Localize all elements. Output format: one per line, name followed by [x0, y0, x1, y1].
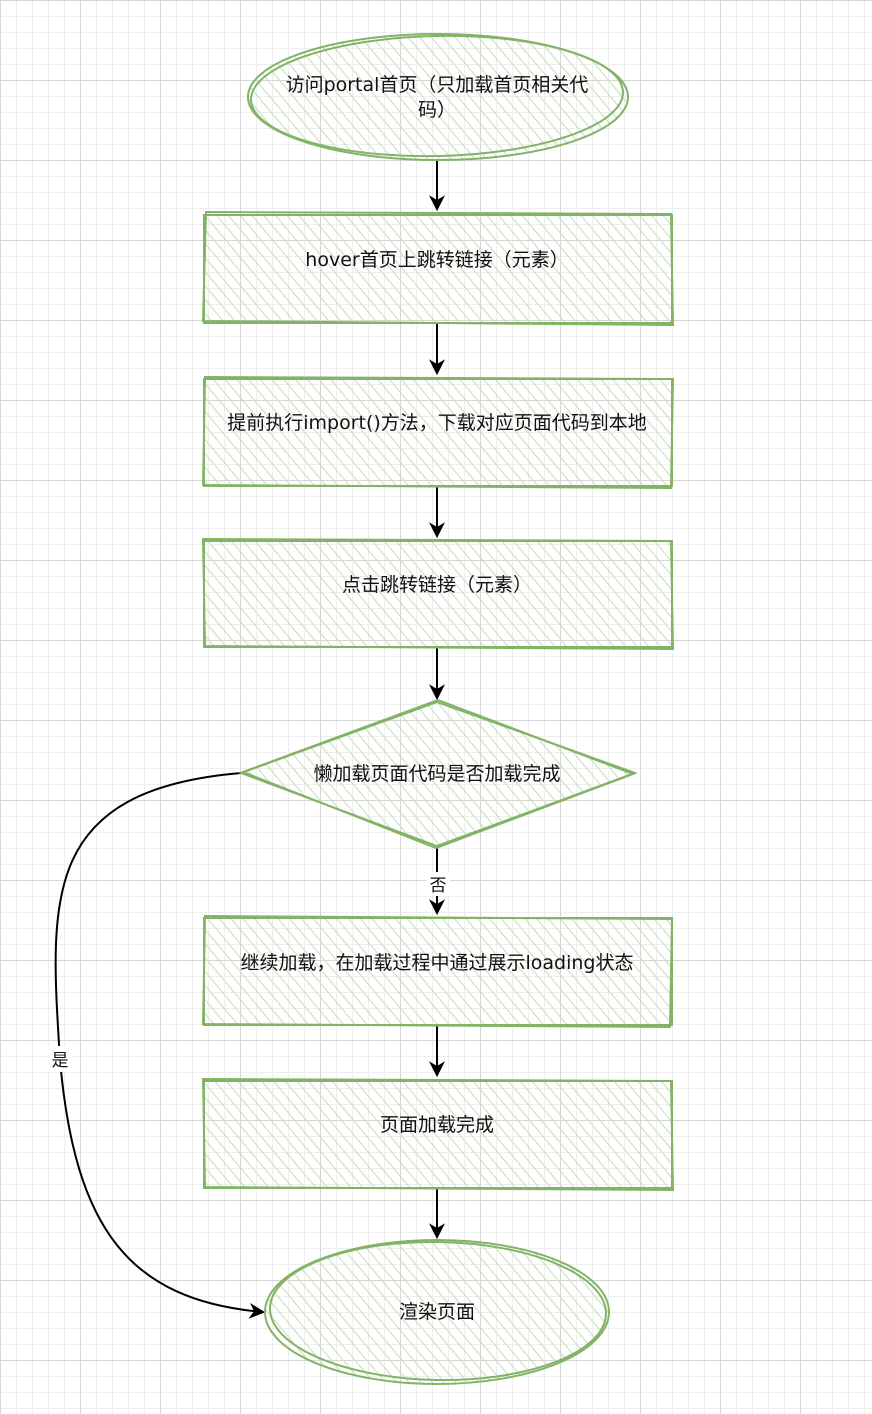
node-continue-loading: 继续加载，在加载过程中通过展示loading状态	[201, 914, 674, 1029]
node-decision: 懒加载页面代码是否加载完成	[238, 698, 638, 850]
node-start-label-line-1: 访问portal首页（只加载首页相关代	[286, 74, 589, 96]
node-decision-label: 懒加载页面代码是否加载完成	[313, 763, 560, 785]
node-render: 渲染页面	[264, 1239, 610, 1385]
node-start: 访问portal首页（只加载首页相关代 码）	[247, 33, 629, 161]
node-prefetch-label: 提前执行import()方法，下载对应页面代码到本地	[227, 412, 647, 434]
node-page-loaded: 页面加载完成	[201, 1077, 675, 1192]
node-hover-label: hover首页上跳转链接（元素）	[305, 249, 568, 271]
edge-label-yes: 是	[52, 1051, 69, 1071]
node-click-label: 点击跳转链接（元素）	[342, 574, 532, 596]
edge-label-no: 否	[430, 876, 447, 896]
node-start-label-line-2: 码）	[418, 99, 456, 121]
node-page-loaded-label: 页面加载完成	[380, 1114, 494, 1136]
edge-decision-to-render	[54, 772, 266, 1319]
node-hover: hover首页上跳转链接（元素）	[201, 210, 675, 327]
node-prefetch: 提前执行import()方法，下载对应页面代码到本地	[201, 375, 675, 490]
edge-label-no-background	[426, 872, 450, 896]
node-render-label: 渲染页面	[399, 1301, 475, 1323]
edge-label-yes-background	[48, 1046, 72, 1072]
node-click: 点击跳转链接（元素）	[201, 537, 675, 651]
node-continue-loading-label: 继续加载，在加载过程中通过展示loading状态	[241, 952, 634, 974]
